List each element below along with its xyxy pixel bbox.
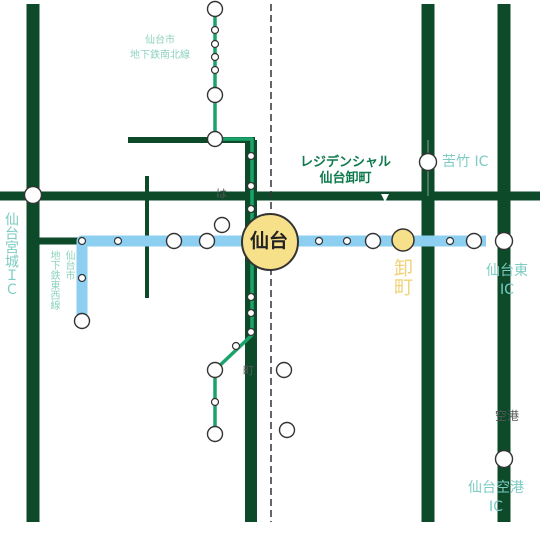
station-circle — [206, 425, 224, 443]
station-dot — [314, 236, 324, 246]
station-circle — [213, 216, 231, 234]
station-dot — [231, 341, 241, 351]
station-circle — [73, 312, 91, 330]
station-dot — [210, 39, 220, 49]
ic-circle-nigatake — [418, 152, 438, 172]
station-circle — [206, 361, 224, 379]
sendai-miyagi-ic-label: 仙台宮城ＩＣ — [3, 212, 19, 296]
station-dot — [210, 25, 220, 35]
sendai-higashi-ic-label: 仙台東 IC — [486, 263, 528, 298]
station-circle — [206, 86, 224, 104]
station-dots — [77, 25, 455, 407]
fragment-machi-label: 町 — [243, 364, 254, 377]
sendai-station-marker — [241, 213, 299, 271]
station-circles — [23, 0, 514, 469]
nanboku-line-label: 仙台市 地下鉄南北線 — [130, 35, 190, 61]
ic-circle-sendai-airport — [494, 449, 514, 469]
oroshimachi-station-marker — [391, 228, 415, 252]
nigatake-ic-label: 苦竹 IC — [442, 154, 489, 170]
sendai-airport-ic-label: 仙台空港 IC — [468, 480, 524, 515]
sendai-station-label: 仙台 — [250, 230, 289, 252]
ic-circle-sendai-higashi — [494, 231, 514, 251]
station-dot — [246, 308, 256, 318]
station-circle — [364, 232, 382, 250]
station-circle — [465, 232, 483, 250]
station-circle — [165, 232, 183, 250]
station-dot — [246, 181, 256, 191]
oroshimachi-label: 卸町 — [391, 258, 413, 296]
fragment-ha-label: は — [216, 187, 227, 200]
station-dot — [210, 65, 220, 75]
station-dot — [246, 327, 256, 337]
station-dot — [246, 292, 256, 302]
station-dot — [445, 236, 455, 246]
station-dot — [77, 236, 87, 246]
station-dot — [246, 204, 256, 214]
residential-pointer — [381, 194, 389, 202]
station-circle — [206, 130, 224, 148]
ic-circle-sendai-miyagi — [23, 185, 43, 205]
fragment-kuuko-label: 空港 — [495, 409, 520, 423]
station-dot — [77, 273, 87, 283]
station-circle — [206, 0, 224, 18]
station-dot — [342, 236, 352, 246]
residential-label: レジデンシャル 仙台卸町 — [300, 155, 392, 186]
station-dot — [210, 52, 220, 62]
station-circle — [198, 232, 216, 250]
station-dot — [113, 236, 123, 246]
station-circle — [275, 361, 293, 379]
station-circle — [278, 421, 296, 439]
station-dot — [210, 397, 220, 407]
tozai-line-label: 仙台市 地下鉄東西線 — [48, 250, 74, 310]
station-dot — [246, 151, 256, 161]
